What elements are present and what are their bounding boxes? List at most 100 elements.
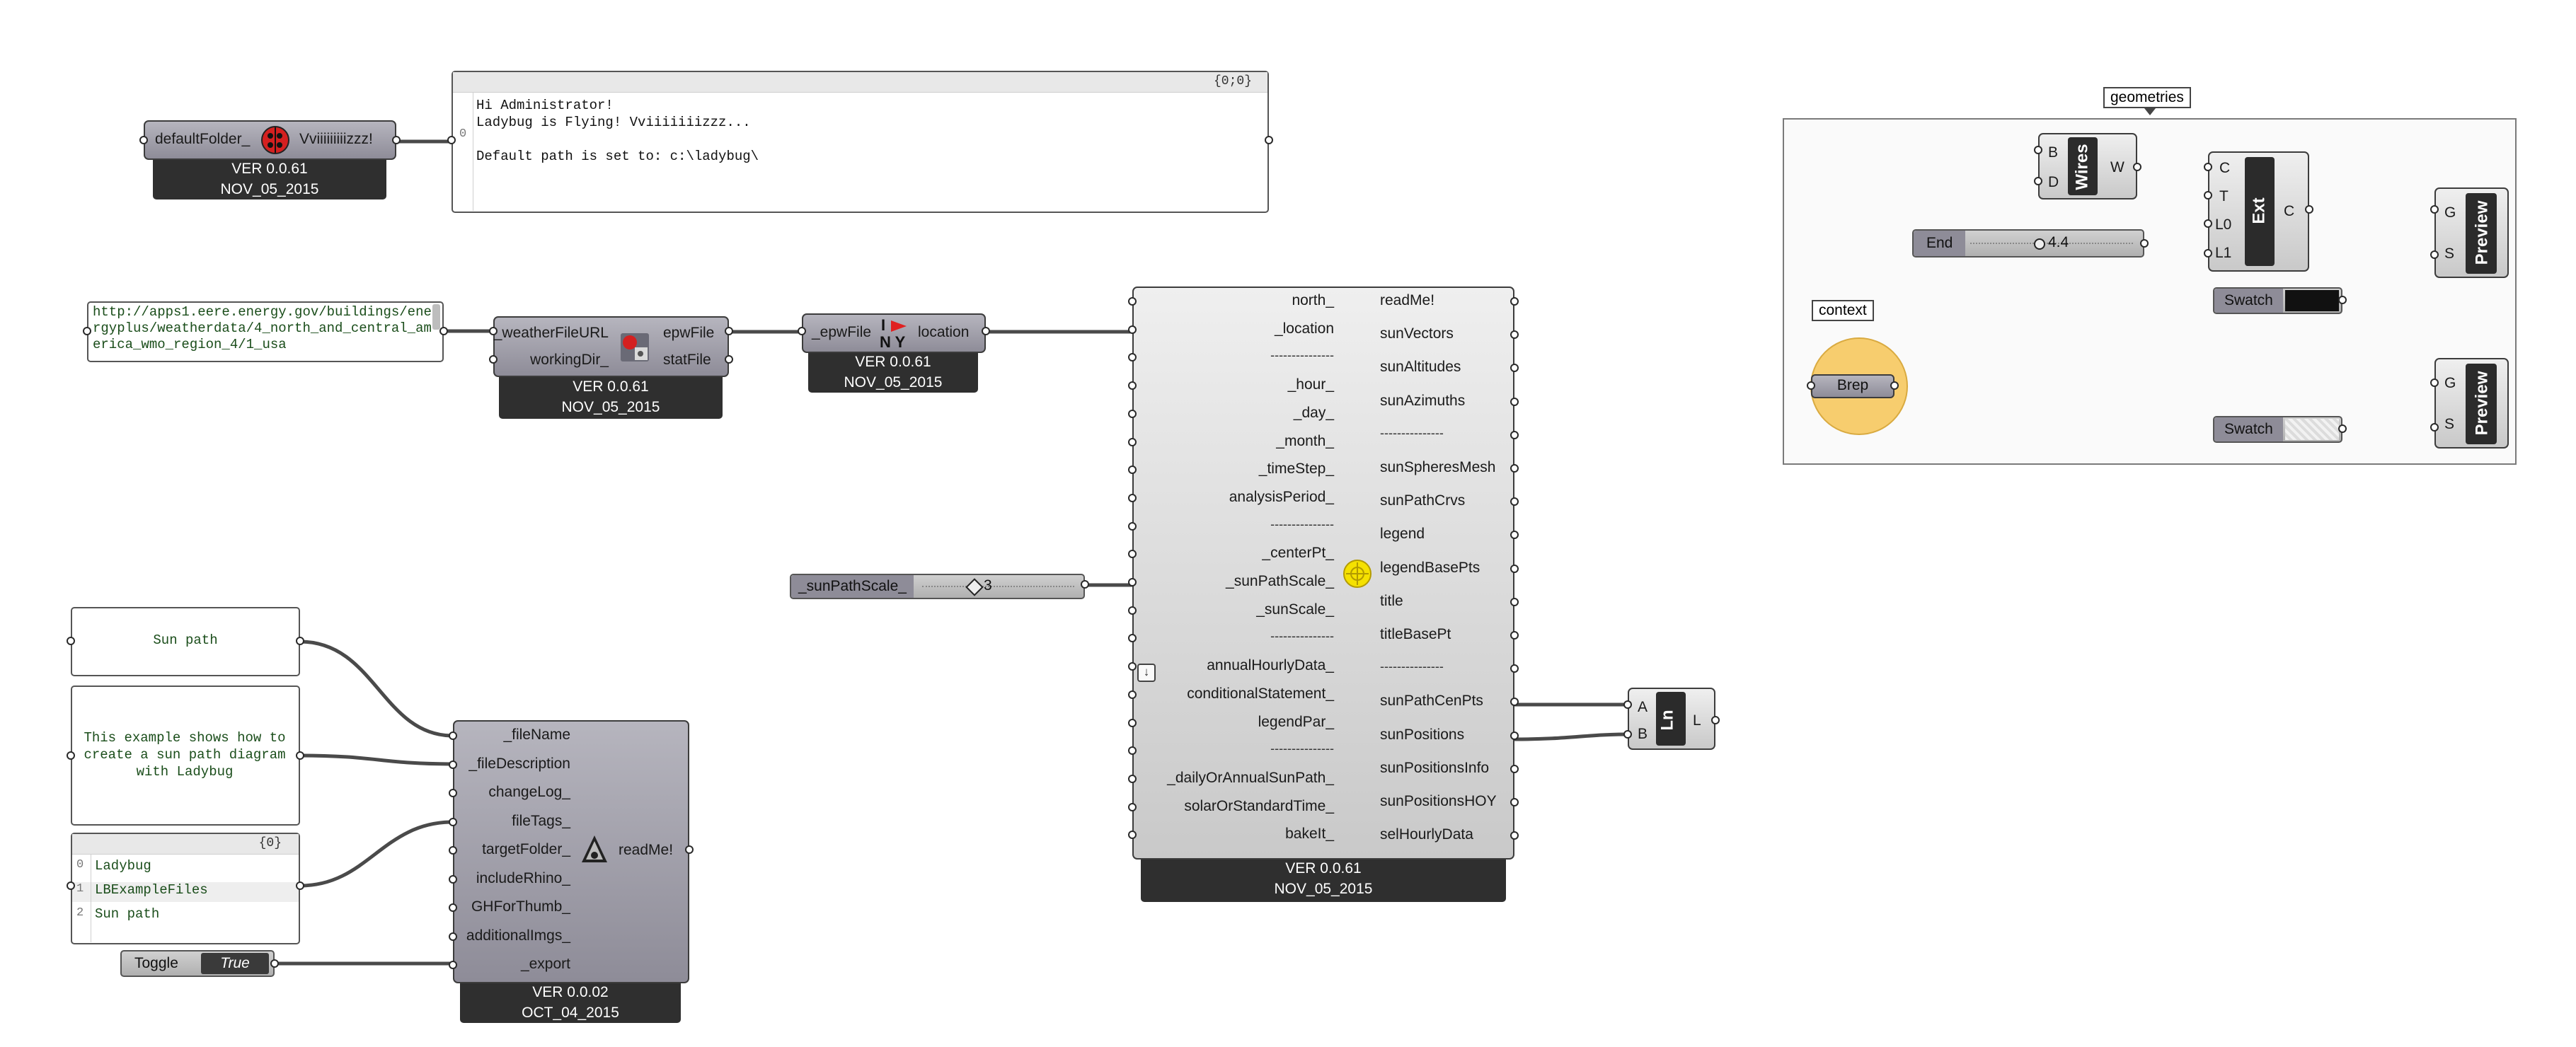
export-input-port-5[interactable] (449, 874, 457, 884)
sunpath-input-port-9[interactable] (1128, 550, 1137, 559)
sunpath-input-port-4[interactable] (1128, 409, 1137, 418)
wires-port-b[interactable] (2034, 146, 2042, 154)
swatch-2-port[interactable] (2338, 424, 2347, 433)
url-panel[interactable]: http://apps1.eere.energy.gov/buildings/e… (87, 301, 444, 362)
sunpath-input-port-14[interactable] (1128, 690, 1137, 699)
end-slider-grip[interactable] (2034, 238, 2045, 250)
swatch-1-port[interactable] (2338, 296, 2347, 304)
sunpath-output-port-9[interactable] (1510, 597, 1519, 606)
sunpath-input-port-16[interactable] (1128, 746, 1137, 756)
toggle-port[interactable] (270, 959, 279, 968)
download-port-in-2[interactable] (489, 355, 498, 364)
ext-component[interactable]: C T L0 L1 Ext C (2208, 151, 2309, 272)
sunpath-output-port-4[interactable] (1510, 430, 1519, 439)
sunpath-input-port-10[interactable] (1128, 578, 1137, 586)
sunpath-component[interactable] (1132, 287, 1514, 860)
toggle-value[interactable]: True (201, 953, 269, 974)
readme-panel-input-port[interactable] (447, 136, 456, 144)
filename-panel-in[interactable] (67, 637, 75, 645)
preview-2-port-g[interactable] (2430, 378, 2439, 387)
sunpath-input-port-19[interactable] (1128, 831, 1137, 840)
brep-param[interactable]: Brep (1811, 374, 1894, 398)
ext-port-l1[interactable] (2204, 249, 2212, 258)
ln-port-out[interactable] (1711, 716, 1720, 724)
import-port-in[interactable] (798, 327, 806, 335)
export-input-port-7[interactable] (449, 932, 457, 941)
tags-panel-in[interactable] (67, 881, 75, 890)
url-panel-input-port[interactable] (83, 327, 91, 335)
sunpath-output-port-15[interactable] (1510, 798, 1519, 806)
export-port-out[interactable] (685, 845, 694, 854)
sunpath-output-port-10[interactable] (1510, 631, 1519, 640)
ln-port-a[interactable] (1623, 700, 1632, 709)
sunpath-output-port-0[interactable] (1510, 297, 1519, 306)
wires-port-w[interactable] (2133, 163, 2141, 171)
sunpath-input-port-1[interactable] (1128, 325, 1137, 334)
export-input-port-1[interactable] (449, 760, 457, 769)
readme-panel-output-port[interactable] (1265, 136, 1273, 144)
import-epw-component[interactable]: _epwFile I N Y location (802, 313, 986, 353)
preview-1-component[interactable]: G S Preview (2434, 187, 2509, 278)
sunpath-input-port-2[interactable] (1128, 353, 1137, 362)
brep-port-out[interactable] (1890, 381, 1899, 390)
ext-port-out[interactable] (2305, 205, 2313, 214)
sunpath-output-port-5[interactable] (1510, 464, 1519, 473)
sunpath-output-port-14[interactable] (1510, 764, 1519, 773)
export-toggle[interactable]: Toggle True (120, 950, 275, 977)
end-slider-port[interactable] (2140, 239, 2149, 248)
default-folder-input-port[interactable] (139, 136, 148, 144)
sunpath-input-port-13[interactable] (1128, 662, 1137, 671)
export-input-port-4[interactable] (449, 846, 457, 855)
description-panel-out[interactable] (296, 751, 304, 760)
swatch-2[interactable]: Swatch (2213, 416, 2342, 443)
wires-component[interactable]: B D Wires W (2038, 133, 2137, 199)
preview-2-port-s[interactable] (2430, 423, 2439, 432)
default-folder-component[interactable]: defaultFolder_ Vviiiiiiiiizzz! (144, 120, 396, 160)
url-panel-scrollbar[interactable] (432, 304, 440, 330)
sunpathscale-slider-port[interactable] (1081, 580, 1089, 589)
description-panel[interactable]: This example shows how to create a sun p… (71, 686, 300, 826)
brep-port-in[interactable] (1807, 381, 1815, 390)
sunpath-input-port-0[interactable] (1128, 297, 1137, 306)
sunpath-input-port-3[interactable] (1128, 381, 1137, 391)
filename-panel-out[interactable] (296, 637, 304, 645)
url-panel-output-port[interactable] (439, 327, 448, 335)
sunpath-input-port-12[interactable] (1128, 634, 1137, 643)
ln-port-b[interactable] (1623, 730, 1632, 739)
sunpath-input-port-8[interactable] (1128, 521, 1137, 531)
sunpath-output-port-16[interactable] (1510, 831, 1519, 840)
sunpath-output-port-8[interactable] (1510, 564, 1519, 573)
sunpath-output-port-13[interactable] (1510, 731, 1519, 740)
tags-panel[interactable]: {0} 0 Ladybug 1 LBExampleFiles 2 Sun pat… (71, 833, 300, 944)
download-port-out-2[interactable] (725, 355, 733, 364)
download-port-in-1[interactable] (489, 327, 498, 335)
sunpath-input-port-18[interactable] (1128, 802, 1137, 811)
sunpath-output-port-6[interactable] (1510, 497, 1519, 507)
swatch-2-color[interactable] (2285, 419, 2339, 440)
export-input-port-0[interactable] (449, 731, 457, 740)
flatten-icon[interactable]: ↓ (1137, 664, 1156, 682)
sunpath-input-port-15[interactable] (1128, 718, 1137, 727)
default-folder-output-port[interactable] (392, 136, 401, 144)
sunpath-input-port-11[interactable] (1128, 606, 1137, 615)
ext-port-l0[interactable] (2204, 219, 2212, 228)
export-input-port-2[interactable] (449, 789, 457, 797)
ext-port-c[interactable] (2204, 163, 2212, 171)
sunpath-output-port-12[interactable] (1510, 698, 1519, 707)
sunpath-input-port-17[interactable] (1128, 774, 1137, 783)
swatch-1-color[interactable] (2285, 290, 2339, 311)
wires-port-d[interactable] (2034, 177, 2042, 185)
export-input-port-6[interactable] (449, 903, 457, 912)
import-port-out[interactable] (982, 327, 990, 335)
sunpathscale-slider-grip[interactable] (965, 578, 984, 596)
sunpath-output-port-2[interactable] (1510, 364, 1519, 373)
sunpath-output-port-7[interactable] (1510, 531, 1519, 540)
preview-1-port-g[interactable] (2430, 205, 2439, 214)
export-input-port-3[interactable] (449, 817, 457, 826)
sunpathscale-slider[interactable]: _sunPathScale_ 3 (790, 574, 1085, 599)
preview-2-component[interactable]: G S Preview (2434, 358, 2509, 449)
end-slider[interactable]: End 4.4 (1912, 229, 2144, 258)
description-panel-in[interactable] (67, 751, 75, 760)
ext-port-t[interactable] (2204, 191, 2212, 199)
sunpath-output-port-11[interactable] (1510, 664, 1519, 673)
